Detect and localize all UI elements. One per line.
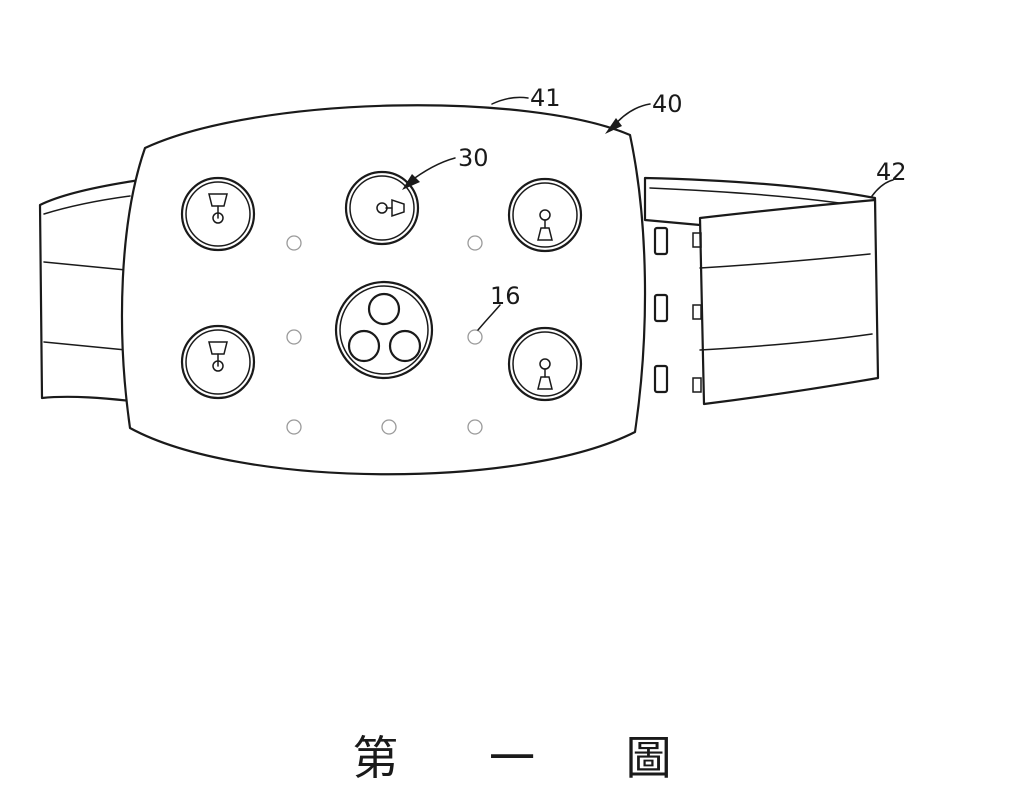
figure-caption: 第 一 圖 [352, 731, 710, 785]
massage-head-top-center [344, 170, 420, 246]
label-41: 41 [530, 84, 561, 112]
label-40: 40 [652, 90, 683, 118]
massage-head-top-left [180, 176, 256, 252]
label-42: 42 [876, 158, 907, 186]
buckle-clips [653, 226, 669, 394]
massage-head-top-right [507, 177, 583, 253]
massage-head-bottom-left [180, 324, 256, 400]
left-strap [38, 178, 142, 404]
label-30: 30 [458, 144, 489, 172]
massage-head-bottom-right [507, 326, 583, 402]
label-16: 16 [490, 282, 521, 310]
leader-lines [402, 96, 894, 331]
small-holes [286, 235, 483, 435]
center-roller-unit [334, 280, 434, 380]
massage-heads [180, 170, 583, 402]
right-strap [692, 198, 880, 406]
